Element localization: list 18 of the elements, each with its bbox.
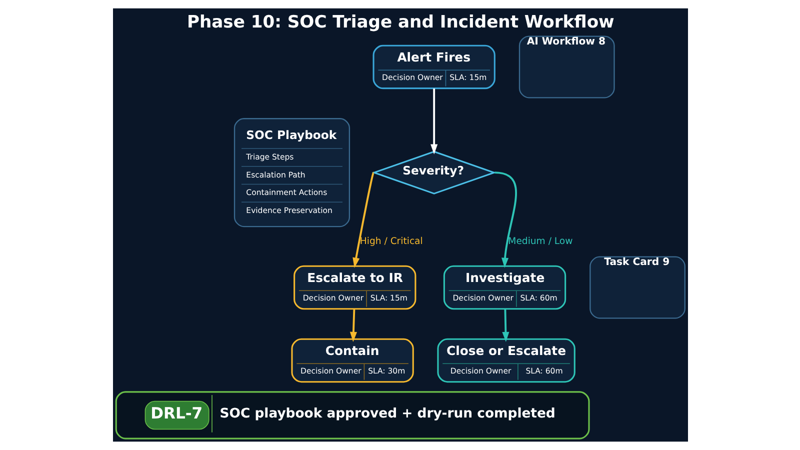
node-box: SOC Playbook Triage Steps Escalation Path Containment Actions Evidence Preservation [233, 118, 350, 228]
edge-label: High / Critical [359, 236, 422, 248]
diagram-title: Phase 10: SOC Triage and Incident Workflow [186, 12, 614, 32]
edge-label: Medium / Low [508, 236, 572, 248]
node-diamond: Severity? [371, 150, 496, 194]
arrow [349, 308, 356, 342]
node-box: Alert Fires Decision Owner SLA: 15m [372, 44, 495, 90]
arrow [494, 172, 516, 268]
arrow [352, 172, 374, 268]
arrow [502, 308, 509, 342]
node-box: Escalate to IR Decision Owner SLA: 15m [293, 265, 416, 310]
node-box: Task Card 9 [589, 256, 685, 319]
node-box: DRL-7 SOC playbook approved + dry-run completed [114, 391, 590, 440]
node-box: Contain Decision Owner SLA: 30m [290, 338, 414, 383]
node-box: Investigate Decision Owner SLA: 60m [442, 265, 566, 310]
node-box: AI Workflow 8 [518, 36, 614, 98]
arrow [430, 88, 438, 154]
node-box: Close or Escalate Decision Owner SLA: 60m [436, 338, 575, 383]
